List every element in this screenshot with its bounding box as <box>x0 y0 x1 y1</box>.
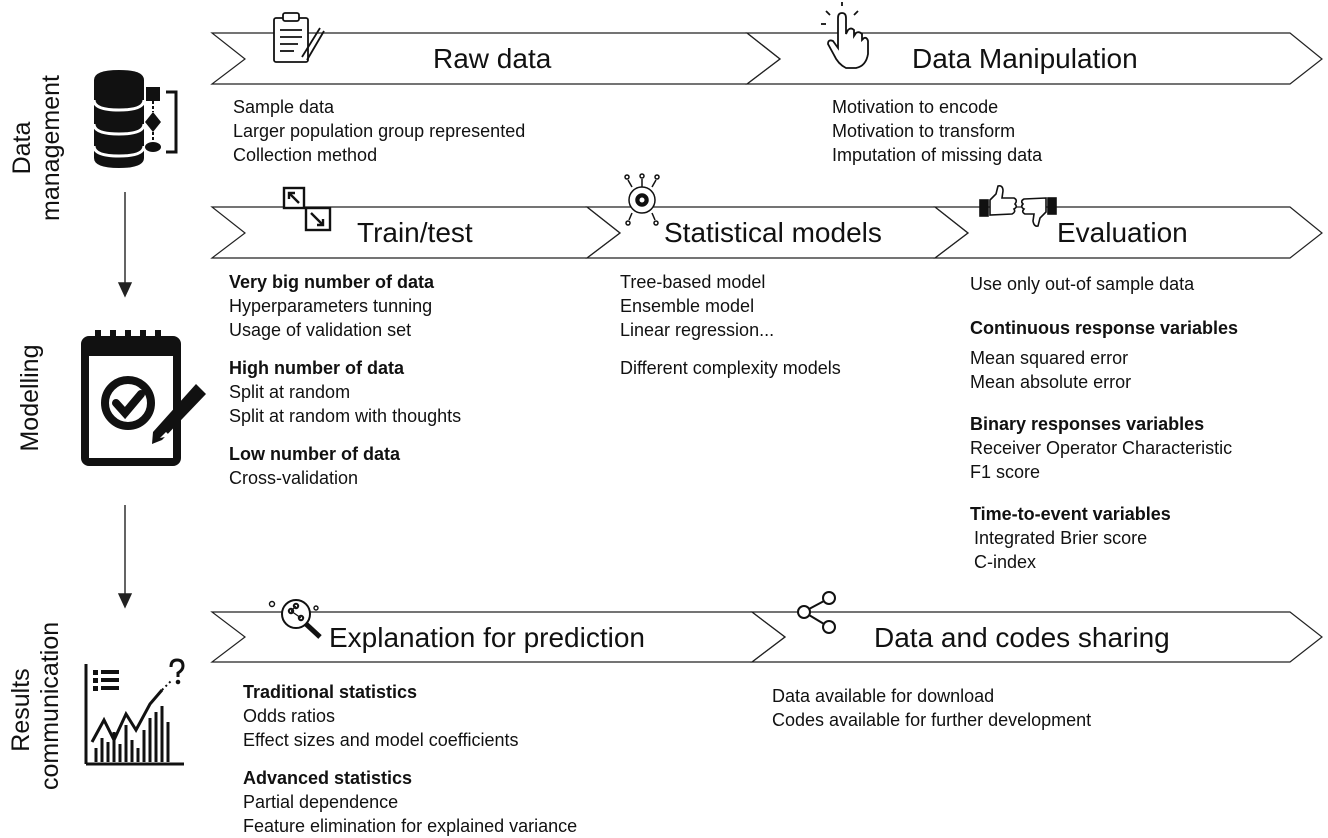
list-item: Split at random <box>229 382 351 402</box>
pointer-hand-icon <box>821 2 869 69</box>
gear-network-icon <box>624 173 660 226</box>
list-item: Data available for download <box>772 686 995 706</box>
group-heading: Advanced statistics <box>243 768 413 788</box>
train-test-list: Very big number of data Hyperparameters … <box>229 270 461 490</box>
checklist-notepad-icon <box>81 330 206 466</box>
database-flowchart-icon <box>92 70 178 168</box>
list-item: Tree-based model <box>620 272 766 292</box>
split-arrows-icon <box>282 186 332 232</box>
section-data-management-line1: Data <box>8 121 36 175</box>
sharing-title: Data and codes sharing <box>874 622 1170 653</box>
list-item: Usage of validation set <box>229 320 412 340</box>
list-item: Different complexity models <box>620 358 841 378</box>
list-item: Hyperparameters tunning <box>229 296 433 316</box>
list-item: Odds ratios <box>243 706 336 726</box>
evaluation-list: Use only out-of sample data Continuous r… <box>970 272 1238 574</box>
list-item: F1 score <box>970 462 1041 482</box>
group-heading: Continuous response variables <box>970 318 1239 338</box>
section-modelling-label: Modelling <box>16 344 44 452</box>
flow-arrow-2 <box>117 505 133 609</box>
thumbs-up-down-icon <box>979 185 1057 227</box>
share-icon <box>797 591 836 634</box>
evaluation-title: Evaluation <box>1057 217 1188 248</box>
list-item: Ensemble model <box>620 296 755 316</box>
list-item: Feature elimination for explained varian… <box>243 816 578 836</box>
list-item: Collection method <box>233 145 378 165</box>
list-item: Cross-validation <box>229 468 359 488</box>
list-item: Codes available for further development <box>772 710 1092 730</box>
group-heading: Low number of data <box>229 444 400 464</box>
list-item: Partial dependence <box>243 792 399 812</box>
list-item: Motivation to encode <box>832 97 999 117</box>
section-data-management: Data management <box>8 73 68 223</box>
section-data-management-line2: management <box>36 75 65 221</box>
list-item: Imputation of missing data <box>832 145 1043 165</box>
data-manipulation-title: Data Manipulation <box>912 43 1138 74</box>
sharing-chevron <box>750 611 1323 663</box>
raw-data-list: Sample data Larger population group repr… <box>233 95 525 167</box>
explanation-list: Traditional statistics Odds ratios Effec… <box>243 680 577 838</box>
list-item: Mean squared error <box>970 348 1129 368</box>
list-item: Effect sizes and model coefficients <box>243 730 519 750</box>
sharing-list: Data available for download Codes availa… <box>772 684 1091 732</box>
list-item: Motivation to transform <box>832 121 1016 141</box>
list-item: Integrated Brier score <box>974 528 1148 548</box>
list-item: Mean absolute error <box>970 372 1132 392</box>
group-heading: Time-to-event variables <box>970 504 1171 524</box>
chart-question-icon <box>84 658 185 766</box>
statistical-models-list: Tree-based model Ensemble model Linear r… <box>620 270 841 380</box>
list-item: Larger population group represented <box>233 121 526 141</box>
data-manipulation-list: Motivation to encode Motivation to trans… <box>832 95 1042 167</box>
flow-arrow-1 <box>117 192 133 298</box>
section-results-communication: Results communication <box>7 621 69 790</box>
magnifier-icon <box>268 599 322 639</box>
explanation-title: Explanation for prediction <box>329 622 645 653</box>
list-item: Use only out-of sample data <box>970 274 1195 294</box>
group-heading: Traditional statistics <box>243 682 418 702</box>
train-test-title: Train/test <box>357 217 473 248</box>
list-item: C-index <box>974 552 1037 572</box>
statistical-models-title: Statistical models <box>664 217 882 248</box>
list-item: Sample data <box>233 97 335 117</box>
section-results-line2: communication <box>35 621 64 790</box>
section-results-line1: Results <box>7 668 35 752</box>
section-modelling: Modelling <box>16 343 48 453</box>
list-item: Split at random with thoughts <box>229 406 462 426</box>
group-heading: Binary responses variables <box>970 414 1205 434</box>
list-item: Linear regression... <box>620 320 775 340</box>
evaluation-chevron <box>933 206 1323 259</box>
list-item: Receiver Operator Characteristic <box>970 438 1233 458</box>
clipboard-pen-icon <box>273 12 325 63</box>
group-heading: High number of data <box>229 358 404 378</box>
raw-data-title: Raw data <box>433 43 552 74</box>
data-manipulation-chevron <box>745 32 1323 85</box>
group-heading: Very big number of data <box>229 272 435 292</box>
